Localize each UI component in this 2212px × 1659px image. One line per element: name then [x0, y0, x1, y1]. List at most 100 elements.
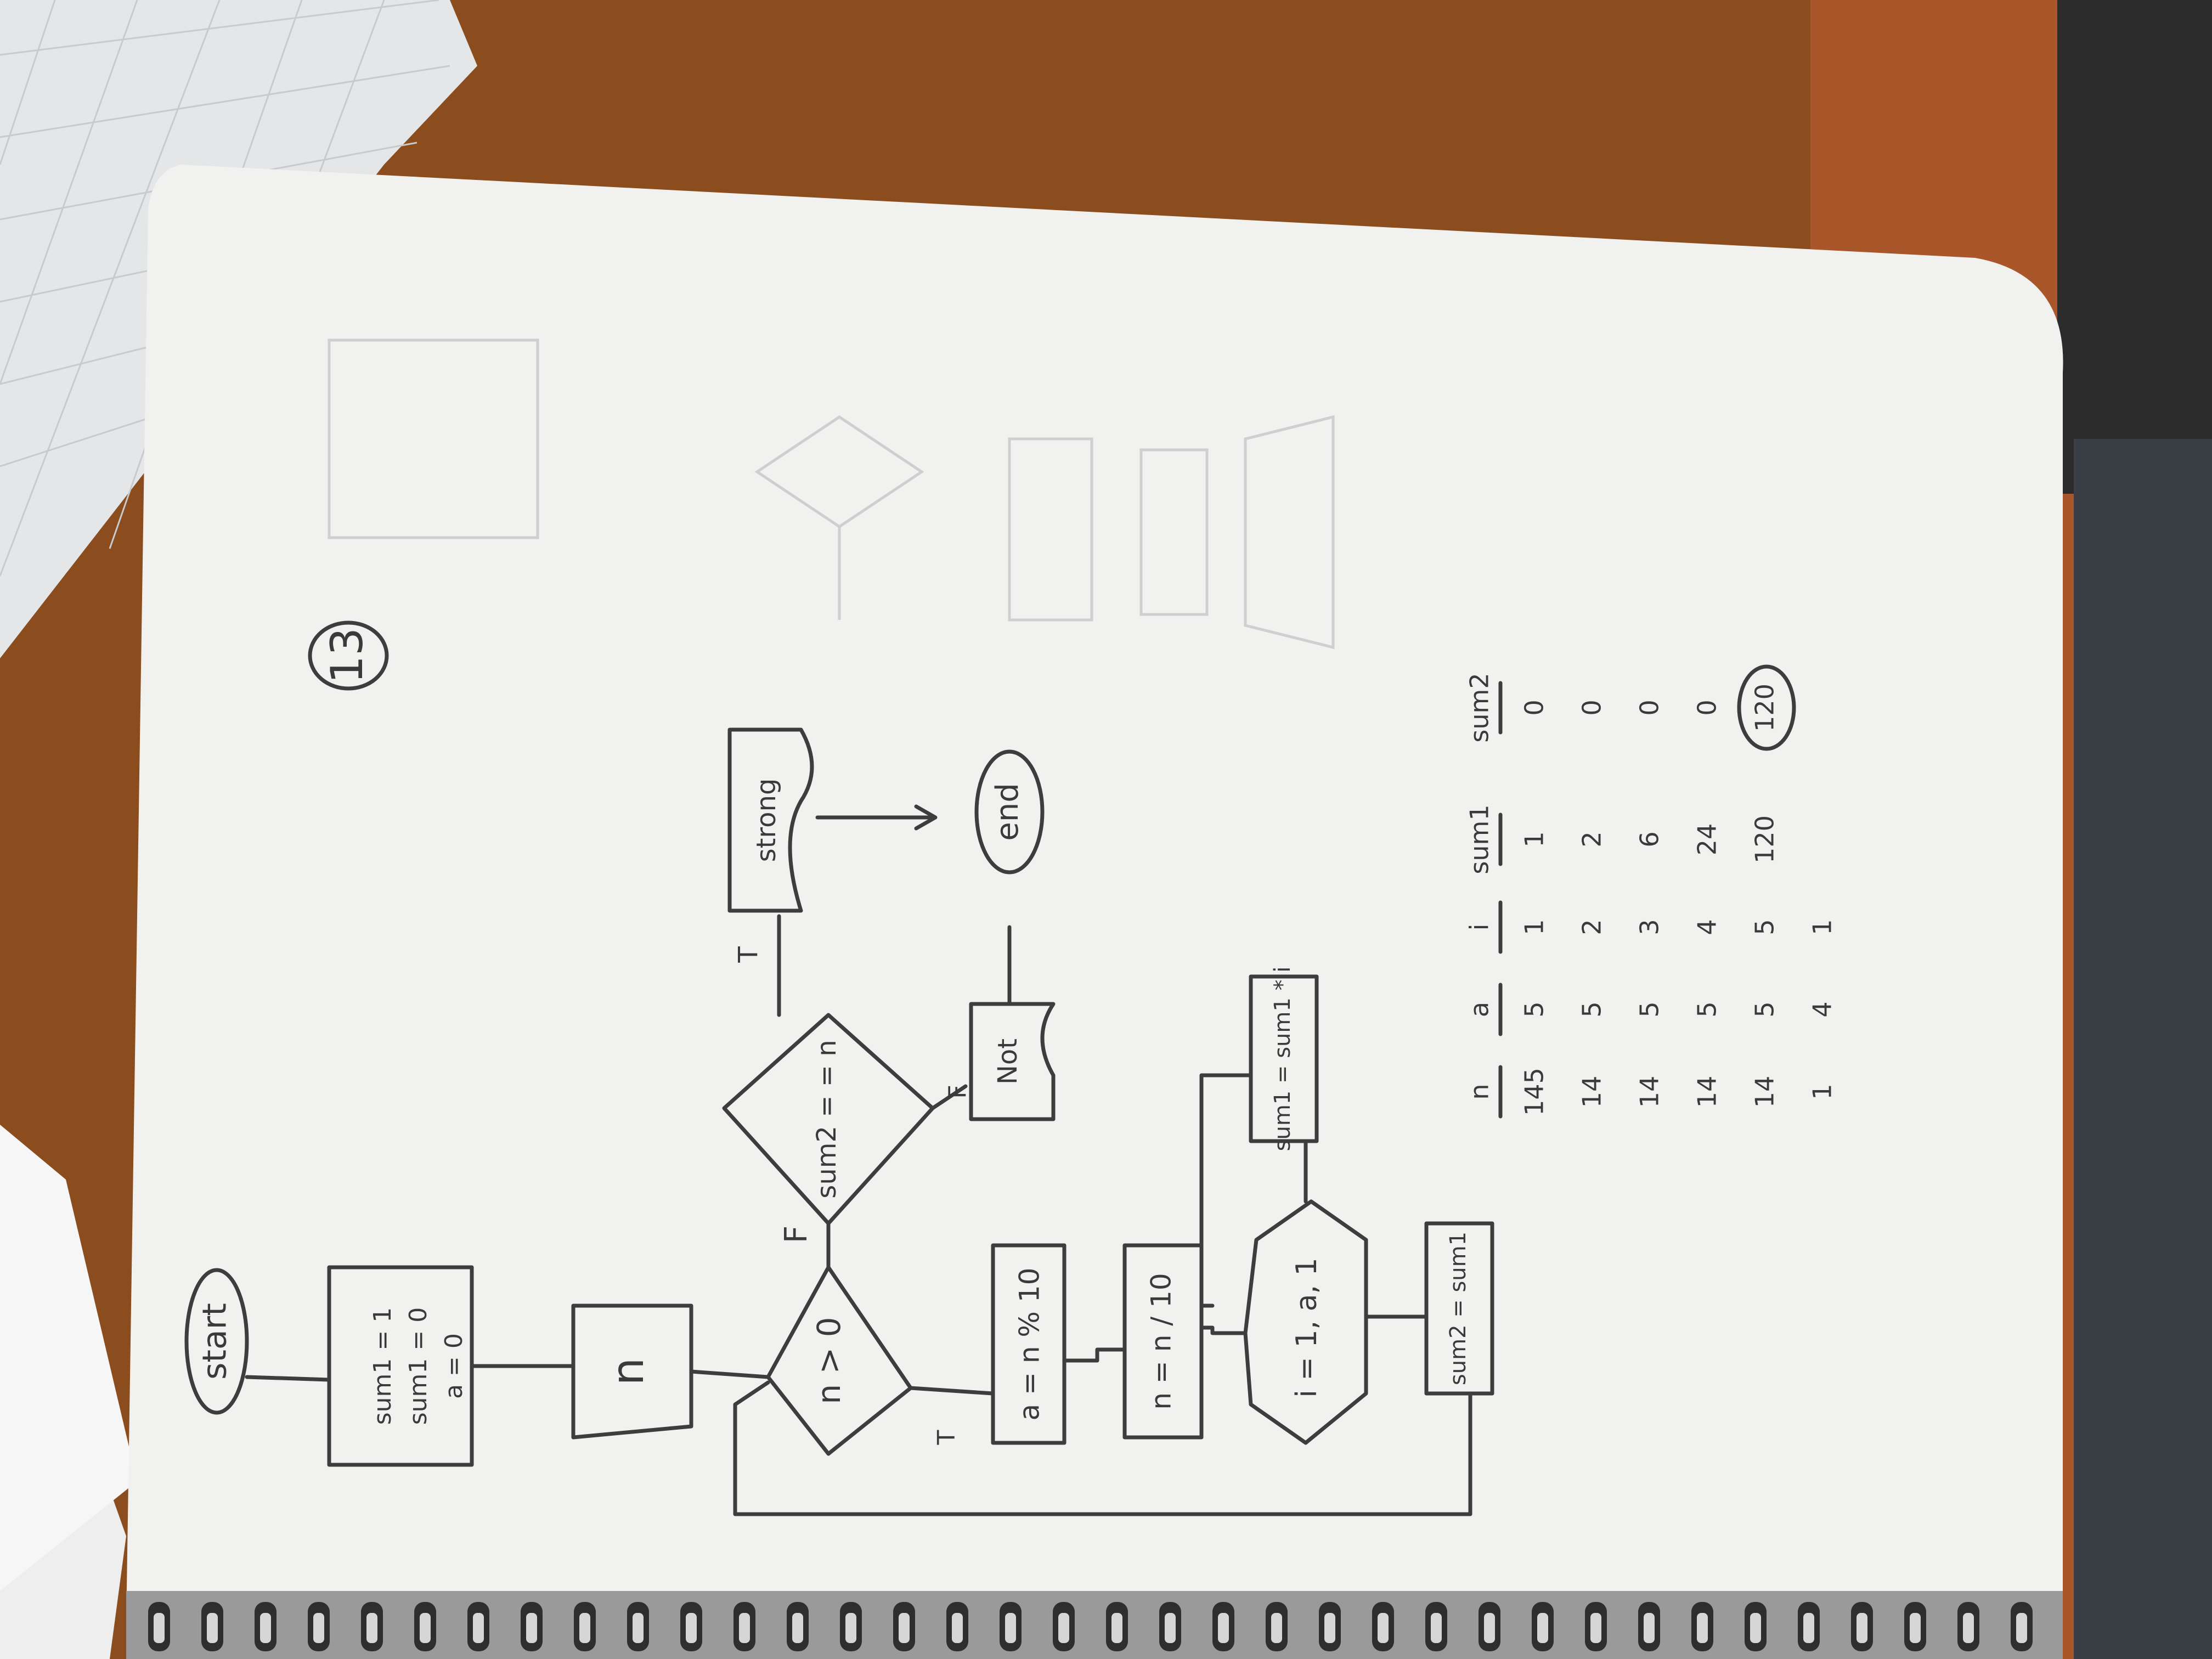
- mult-box: [1249, 974, 1319, 1143]
- spiral-rings: [148, 1602, 2033, 1651]
- spiral-ring-highlight: [1590, 1613, 1601, 1643]
- trace-cell: 4: [1692, 919, 1722, 935]
- spiral-ring-highlight: [1058, 1613, 1069, 1643]
- trace-cell: 14: [1692, 1076, 1722, 1108]
- spiral-ring-highlight: [1537, 1613, 1548, 1643]
- init-line-1: sum1 = 1: [369, 1307, 397, 1425]
- label-false-2: F: [944, 1085, 972, 1098]
- trace-header-i: i: [1465, 924, 1494, 931]
- trace-cell: 120: [1750, 815, 1780, 864]
- trace-cell: 14: [1635, 1076, 1664, 1108]
- spiral-ring-highlight: [739, 1613, 750, 1643]
- trace-table: naisum1sum214551101452201453601454240145…: [1465, 664, 1837, 1119]
- div-box: [1122, 1243, 1204, 1440]
- spiral-ring-highlight: [1431, 1613, 1442, 1643]
- mod-label: a = n % 10: [1014, 1268, 1046, 1421]
- cond-n-label: n > 0: [810, 1317, 848, 1404]
- trace-cell: 1: [1808, 1084, 1837, 1099]
- chair-frame: [2057, 0, 2212, 494]
- arrow-div-loop: [1199, 1325, 1248, 1335]
- trace-cell: 2: [1577, 831, 1607, 847]
- arrow-cond-mod: [909, 1386, 995, 1396]
- init-line-2: sum1 = 0: [404, 1307, 432, 1425]
- trace-cell: 3: [1635, 919, 1664, 935]
- trace-cell: 14: [1577, 1076, 1607, 1108]
- spiral-ring-highlight: [207, 1613, 218, 1643]
- start-label: start: [196, 1303, 234, 1380]
- arrow-input-cond: [689, 1369, 770, 1379]
- notebook-page: [126, 165, 2063, 1624]
- loop-label: i = 1, a, 1: [1290, 1257, 1323, 1397]
- trace-cell: 1: [1520, 919, 1549, 935]
- spiral-ring-highlight: [899, 1613, 910, 1643]
- trace-header-sum1: sum1: [1465, 804, 1494, 874]
- paper-stack-top: [0, 1125, 137, 1591]
- spiral-ring-highlight: [1963, 1613, 1974, 1643]
- assign-box: [1424, 1221, 1494, 1396]
- spiral-ring-highlight: [633, 1613, 644, 1643]
- end-label: end: [990, 783, 1025, 841]
- trace-cell: 5: [1635, 1001, 1664, 1017]
- input-box: [571, 1304, 693, 1440]
- spiral-ring-highlight: [1271, 1613, 1282, 1643]
- spiral-ring-highlight: [2016, 1613, 2027, 1643]
- chair-seat: [2074, 439, 2212, 1659]
- page-number-circle: 13: [308, 620, 389, 691]
- trace-header-sum2: sum2: [1465, 673, 1494, 742]
- spiral-ring-highlight: [473, 1613, 484, 1643]
- trace-cell: 5: [1692, 1001, 1722, 1017]
- out-not-doc: [969, 1002, 1056, 1121]
- init-line-3: a = 0: [440, 1333, 468, 1399]
- spiral-ring-highlight: [1111, 1613, 1122, 1643]
- trace-cell: 4: [1808, 1001, 1837, 1017]
- page-number: 13: [321, 628, 373, 684]
- spiral-ring-highlight: [313, 1613, 324, 1643]
- label-false-1: F: [778, 1226, 814, 1243]
- mult-label: sum1 = sum1 * i: [1270, 967, 1295, 1152]
- spiral-ring-highlight: [154, 1613, 165, 1643]
- mod-box: [991, 1243, 1066, 1445]
- spiral-ring-highlight: [1324, 1613, 1335, 1643]
- arrowhead-end: [914, 804, 938, 831]
- cond-eq-label: sum2 = = n: [811, 1040, 842, 1198]
- out-strong-label: strong: [751, 778, 782, 862]
- trace-header-a: a: [1465, 1002, 1494, 1017]
- spiral-ring-highlight: [1005, 1613, 1016, 1643]
- trace-cell: 145: [1520, 1068, 1549, 1116]
- spiral-ring-highlight: [260, 1613, 271, 1643]
- spiral-binding: [126, 1591, 2063, 1659]
- spiral-ring-highlight: [1644, 1613, 1655, 1643]
- trace-cell: 1: [1520, 831, 1549, 847]
- spiral-ring-highlight: [792, 1613, 803, 1643]
- flowchart: start sum1 = 1 sum1 = 0 a = 0 n n > 0 F …: [184, 727, 1494, 1516]
- input-label: n: [602, 1358, 653, 1386]
- back-loop-to-cond: [733, 1380, 1472, 1516]
- trace-cell: 5: [1577, 1001, 1607, 1017]
- trace-cell: 6: [1635, 831, 1664, 847]
- trace-cell: 2: [1577, 919, 1607, 935]
- out-not-label: Not: [992, 1039, 1023, 1085]
- trace-cell: 5: [1750, 1001, 1780, 1017]
- label-true-1: T: [933, 1430, 961, 1445]
- spiral-ring-highlight: [845, 1613, 856, 1643]
- spiral-ring-highlight: [686, 1613, 697, 1643]
- start-terminal: [184, 1268, 249, 1415]
- result-highlight-circle: [1737, 664, 1796, 751]
- spiral-ring-highlight: [1857, 1613, 1867, 1643]
- trace-cell: 0: [1635, 699, 1664, 715]
- trace-cell: 1: [1808, 919, 1837, 935]
- trace-cell: 5: [1520, 1001, 1549, 1017]
- trace-cell: 0: [1692, 699, 1722, 715]
- spiral-ring-highlight: [579, 1613, 590, 1643]
- spiral-ring-highlight: [1378, 1613, 1389, 1643]
- trace-cell: 14: [1750, 1076, 1780, 1108]
- loop-back-arrow: [1199, 1073, 1253, 1308]
- end-terminal: [974, 749, 1045, 874]
- spiral-ring-highlight: [1484, 1613, 1495, 1643]
- spiral-ring-highlight: [1750, 1613, 1761, 1643]
- ghost-drawing: [328, 338, 1335, 650]
- spiral-ring-highlight: [420, 1613, 431, 1643]
- arrow-start-init: [245, 1375, 331, 1382]
- trace-cell: 0: [1577, 699, 1607, 715]
- spiral-ring-highlight: [1218, 1613, 1229, 1643]
